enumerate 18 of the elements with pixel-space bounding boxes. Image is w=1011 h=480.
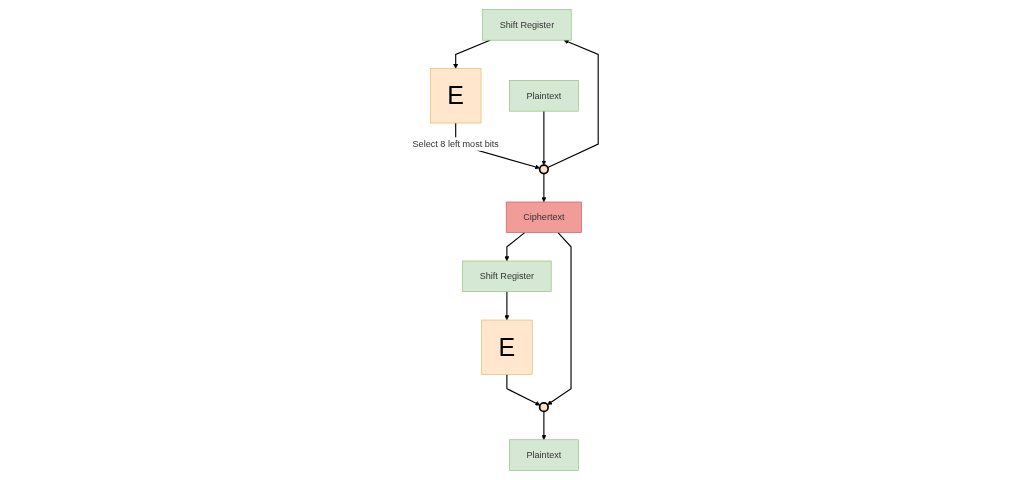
arrow <box>506 373 541 406</box>
node-circle <box>538 402 550 413</box>
node-box: Plaintext <box>509 80 579 112</box>
node-box: E <box>430 68 482 124</box>
arrow <box>504 291 510 321</box>
arrow <box>547 39 599 169</box>
node-circle <box>538 164 550 175</box>
arrow <box>547 232 572 405</box>
arrow <box>541 173 547 203</box>
edge-label: Select 8 left most bits <box>412 138 499 149</box>
arrow <box>541 110 547 166</box>
node-box: Shift Register <box>482 9 572 41</box>
node-box: Ciphertext <box>506 201 582 233</box>
arrow <box>504 232 526 262</box>
node-box: Shift Register <box>462 260 552 292</box>
arrow <box>541 410 547 440</box>
node-box: E <box>481 319 533 375</box>
node-box: Plaintext <box>509 439 579 471</box>
